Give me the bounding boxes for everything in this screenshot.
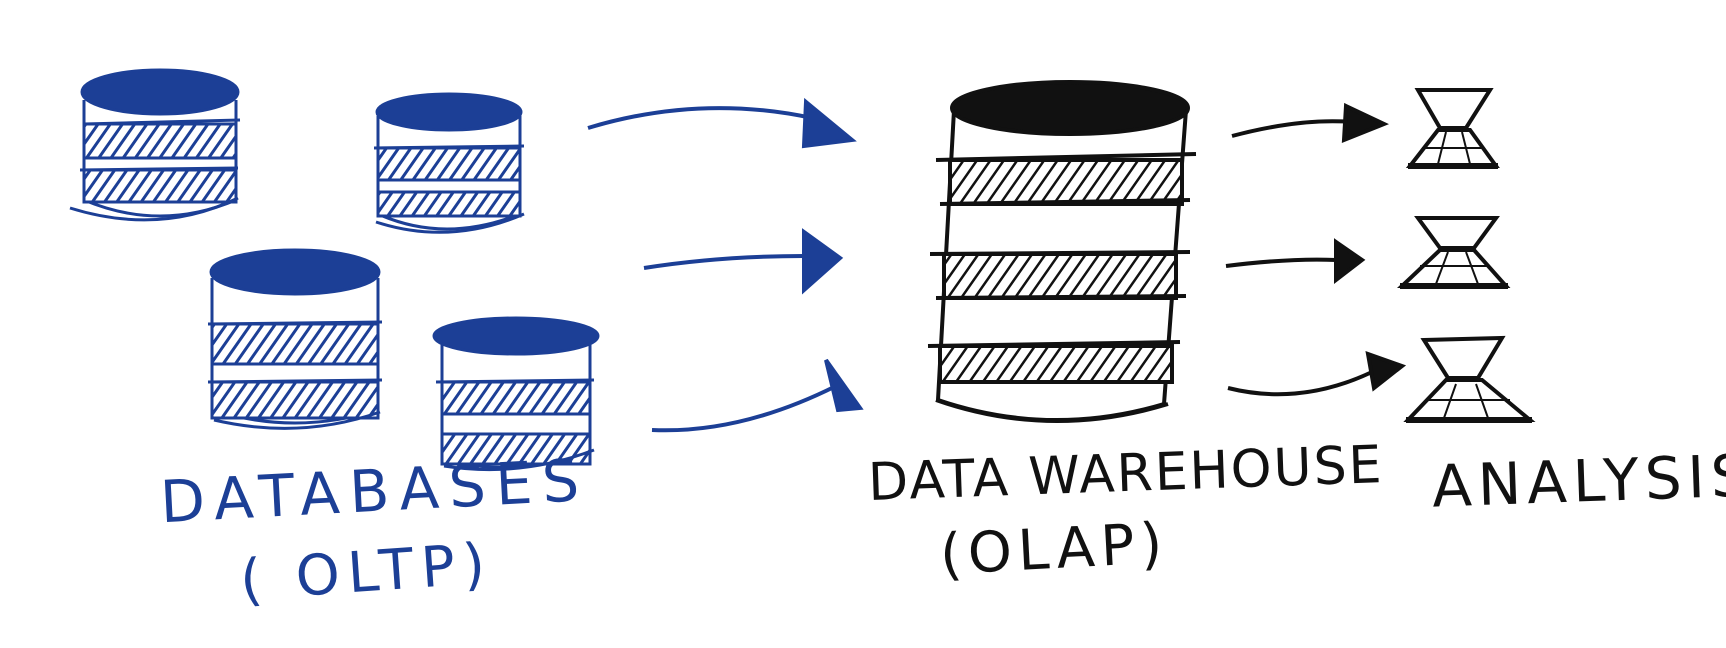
database-icon-3 <box>207 248 383 430</box>
analysis-label: ANALYSIS <box>1430 441 1726 521</box>
database-icon-4 <box>432 316 600 472</box>
database-icon-1 <box>69 68 241 222</box>
data-warehouse-icon <box>927 80 1197 423</box>
databases-oltp-label: ( OLTP) <box>238 531 495 614</box>
laptop-icon-1 <box>1405 88 1500 169</box>
database-icon-2 <box>373 92 525 234</box>
laptop-icon-3 <box>1403 335 1536 423</box>
data-warehouse-olap-label: (OLAP) <box>938 511 1170 588</box>
arrow-to-analysis-1 <box>1231 102 1389 144</box>
arrow-to-analysis-3 <box>1227 350 1407 397</box>
arrow-to-analysis-2 <box>1225 238 1366 285</box>
arrow-to-warehouse-3 <box>651 358 864 433</box>
arrow-to-warehouse-2 <box>643 228 844 295</box>
laptop-icon-2 <box>1396 216 1511 289</box>
arrow-to-warehouse-1 <box>587 97 857 149</box>
